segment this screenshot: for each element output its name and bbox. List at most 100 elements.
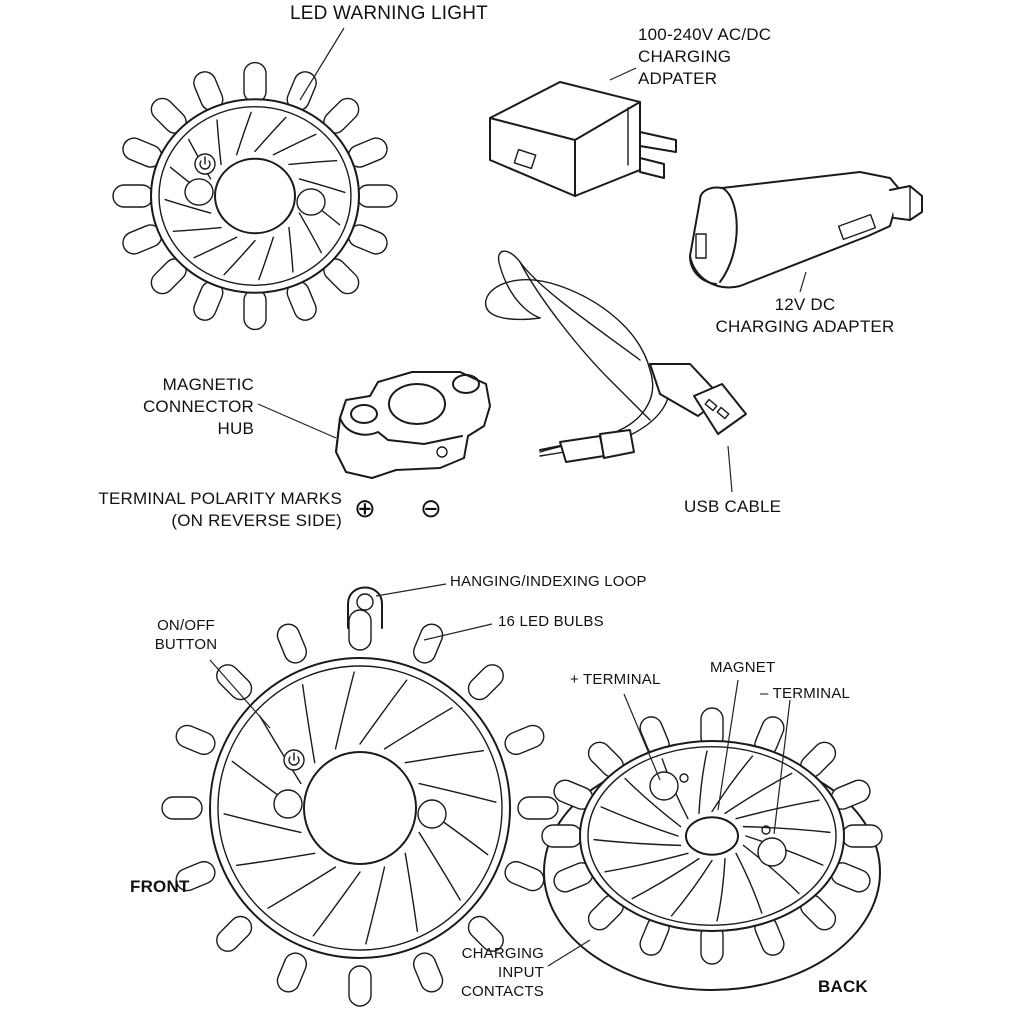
led-bulb-lobe [412,623,444,664]
light-fin [716,857,726,922]
light-body-inner-ring [217,665,503,951]
light-fin [359,679,408,745]
car-dc-adapter-illustration [689,171,923,289]
label-onoff-button: ON/OFF BUTTON [148,616,224,654]
label-polarity-line2: (ON REVERSE SIDE) [171,511,342,530]
light-fin [272,133,317,156]
led-bulb-lobe [517,796,559,820]
hanging-loop-hole [356,593,374,611]
light-fin [298,212,322,254]
led-light-back-illustration [541,707,883,991]
led-bulb-lobe [175,724,216,756]
light-fin [223,813,302,834]
led-bulb-lobe [216,664,253,701]
light-fin [742,844,800,895]
light-fin [600,806,679,837]
power-symbol-icon [199,160,211,170]
label-ac-adapter-line3: ADPATER [638,69,718,88]
light-fin [235,852,316,867]
light-center-lens [303,751,417,865]
light-fin [404,852,419,933]
label-onoff-line2: BUTTON [154,636,218,653]
light-side-button [184,178,214,206]
led-bulb-lobe [504,860,545,892]
light-fin [742,825,831,834]
light-fin [301,683,316,764]
light-fin [288,226,294,273]
led-light-front-illustration [161,586,559,1007]
plus-terminal-contact [649,771,679,801]
label-minus-terminal: – TERMINAL [760,685,851,702]
label-dc-adapter: 12V DC CHARGING ADAPTER [712,294,898,338]
light-fin [193,236,238,259]
light-fin [254,116,287,153]
light-fin [235,111,252,156]
light-fin [164,198,212,214]
led-bulb-lobe [161,796,203,820]
light-side-button [273,789,303,819]
magnetic-connector-hub-illustration [335,371,491,479]
label-onoff-line1: ON/OFF [157,617,215,634]
light-fin [258,236,275,281]
label-ac-adapter: 100-240V AC/DC CHARGING ADPATER [638,24,771,90]
light-side-button [417,799,447,829]
terminal-screw-icon [761,825,771,835]
label-plus-terminal: + TERMINAL [570,671,661,688]
label-charging-line3: CONTACTS [461,983,544,1000]
light-fin [365,866,386,945]
light-fin [735,852,763,914]
light-fin [298,178,346,194]
light-fin [267,866,337,909]
light-fin [624,777,682,828]
led-bulb-lobe [504,724,545,756]
led-bulb-lobe [175,860,216,892]
light-fin [216,119,222,166]
led-bulb-lobe [467,664,504,701]
light-fin [670,859,713,917]
plus-polarity-icon: ⊕ [354,493,376,523]
minus-terminal-contact [757,837,787,867]
led-bulb-lobe [216,915,253,952]
light-fin [288,159,338,166]
light-fin [312,871,361,937]
label-polarity-marks: TERMINAL POLARITY MARKS (ON REVERSE SIDE… [60,488,342,532]
terminal-screw-icon [679,773,689,783]
led-bulb-lobe [276,623,308,664]
light-fin [223,239,256,276]
led-bulb-lobe [412,952,444,993]
led-bulb-lobe [348,609,372,651]
label-dc-adapter-line1: 12V DC [774,295,836,314]
label-charging-line1: CHARGING [461,945,544,962]
light-body-inner-ring [158,106,352,286]
magnet-center [685,816,739,856]
led-bulb-lobe [841,824,883,848]
power-symbol-icon [288,756,300,766]
led-bulb-lobe [467,915,504,952]
led-bulb-lobe [112,184,154,208]
label-ac-adapter-line2: CHARGING [638,47,732,66]
label-led-warning-light: LED WARNING LIGHT [290,3,488,24]
ac-charging-adapter-illustration [489,81,677,197]
label-polarity-line1: TERMINAL POLARITY MARKS [98,489,342,508]
light-fin [418,782,497,803]
led-bulb-lobe [356,184,398,208]
label-magnetic-hub-line3: HUB [217,419,254,438]
light-body-inner-ring [587,746,837,926]
light-fin [711,755,754,813]
label-magnet: MAGNET [710,659,776,676]
minus-polarity-icon: ⊖ [420,493,442,523]
led-bulb-lobe [541,824,583,848]
label-charging-contacts: CHARGING INPUT CONTACTS [440,944,544,1001]
light-fin [724,772,793,815]
light-center-lens [214,157,296,235]
label-charging-line2: INPUT [498,964,544,981]
label-back: BACK [818,977,868,996]
label-usb-cable: USB CABLE [684,497,782,516]
label-magnetic-hub-line1: MAGNETIC [162,375,254,394]
label-led-bulbs: 16 LED BULBS [498,613,604,630]
label-magnetic-hub-line2: CONNECTOR [142,397,254,416]
light-fin [593,838,682,847]
light-fin [259,715,302,785]
